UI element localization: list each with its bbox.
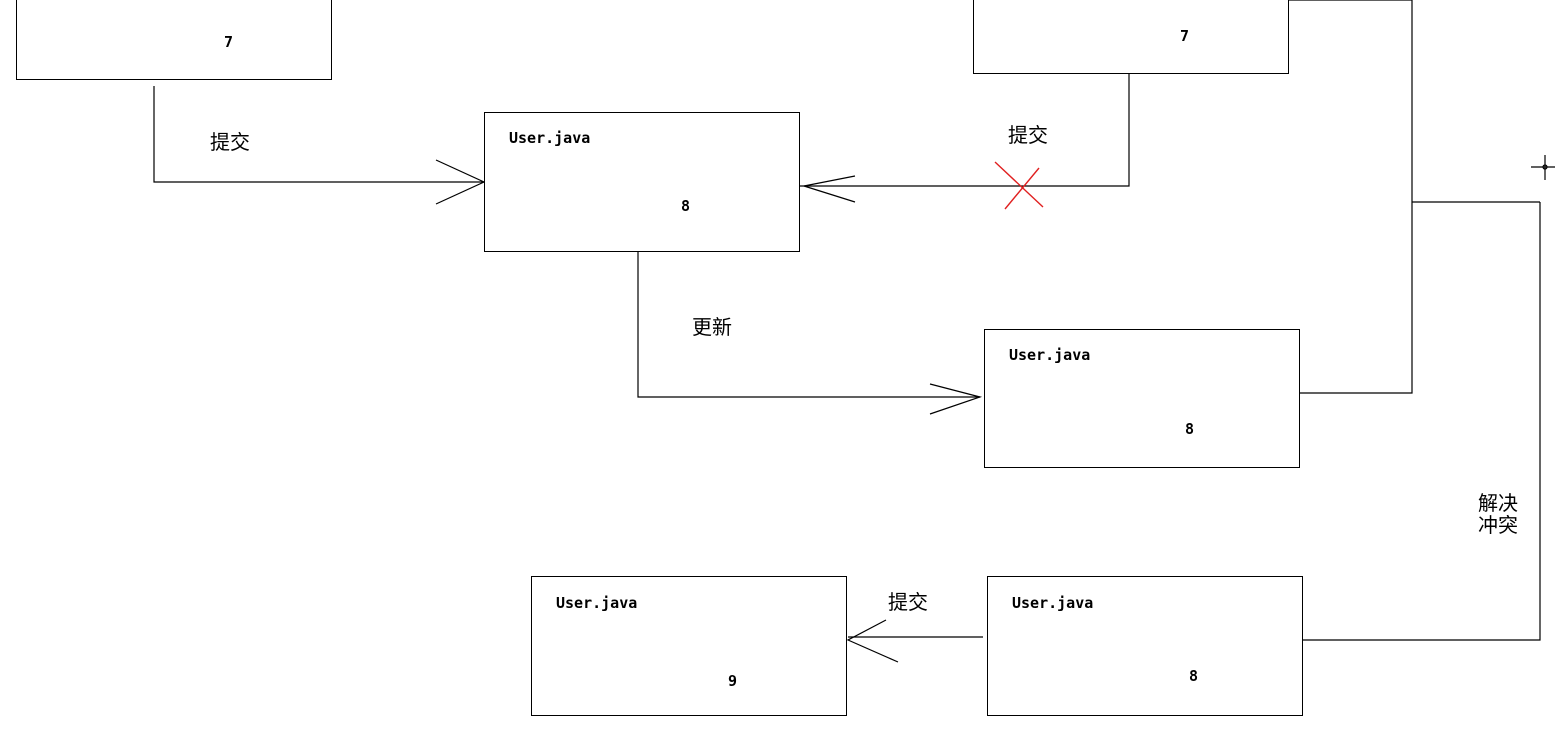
resolve-conflict-label: 解决 冲突 [1478, 492, 1526, 536]
version-number: 7 [224, 33, 234, 51]
file-name: User.java [556, 594, 638, 612]
box-top-right: 7 [973, 0, 1289, 74]
box-final: User.java 9 [531, 576, 847, 716]
commit-bottom-arrowhead [846, 619, 899, 663]
update-arrowhead [929, 383, 983, 415]
version-number: 8 [1185, 420, 1195, 438]
commit-right-arrowhead [803, 175, 856, 203]
update-label: 更新 [692, 315, 732, 339]
resolve-connector [1302, 202, 1541, 641]
version-number: 9 [728, 672, 738, 690]
resolve-label-line1: 解决 [1478, 491, 1518, 515]
file-name: User.java [509, 129, 591, 147]
version-number: 8 [681, 197, 691, 215]
right-bracket-top [1288, 0, 1413, 394]
box-top-left: 7 [16, 0, 332, 80]
commit-right-label: 提交 [1008, 123, 1048, 147]
crosshair-center [1542, 164, 1548, 170]
box-resolved: User.java 8 [987, 576, 1303, 716]
version-number: 8 [1189, 667, 1199, 685]
update-connector [637, 252, 980, 398]
version-number: 7 [1180, 27, 1190, 45]
commit-left-connector [153, 86, 484, 183]
box-server: User.java 8 [484, 112, 800, 252]
resolve-label-line2: 冲突 [1478, 513, 1518, 537]
box-local-updated: User.java 8 [984, 329, 1300, 468]
file-name: User.java [1012, 594, 1094, 612]
commit-left-label: 提交 [210, 130, 250, 154]
file-name: User.java [1009, 346, 1091, 364]
reject-cross-icon [994, 161, 1044, 210]
commit-bottom-label: 提交 [888, 590, 928, 614]
commit-right-connector [800, 74, 1130, 187]
